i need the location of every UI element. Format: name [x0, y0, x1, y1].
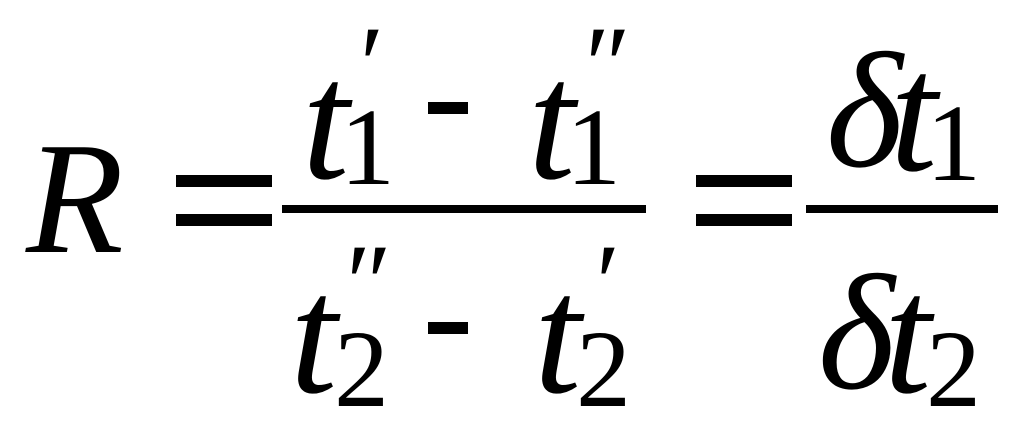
equals-sign-1-bottom	[176, 214, 272, 226]
frac1-den-a-prime: ″	[346, 222, 392, 344]
frac2-num-sub: 1	[926, 82, 981, 204]
frac1-den-minus	[428, 322, 468, 334]
frac1-num-a-sub: 1	[340, 86, 395, 208]
frac1-num-b-base: t	[528, 27, 576, 215]
frac1-num-a-prime: ′	[360, 4, 385, 126]
equals-sign-1-top	[176, 175, 272, 187]
frac2-den-base: t	[884, 241, 932, 429]
equals-sign-2-bottom	[696, 214, 792, 226]
lhs-symbol: R	[26, 109, 124, 287]
frac1-num-a-base: t	[302, 27, 350, 215]
frac2-den-delta: δ	[818, 241, 895, 424]
frac1-den-b-prime: ′	[596, 222, 621, 344]
equals-sign-2-top	[696, 175, 792, 187]
frac1-den-b-sub: 2	[576, 308, 631, 430]
frac1-num-b-prime: ″	[585, 4, 631, 126]
frac1-bar	[282, 205, 646, 213]
frac1-den-a-base: t	[290, 241, 338, 429]
frac1-den-b-base: t	[534, 241, 582, 429]
frac2-num-base: t	[890, 19, 938, 207]
frac2-den-sub: 2	[926, 308, 981, 430]
frac1-num-minus	[428, 102, 468, 114]
frac2-num-delta: δ	[826, 19, 903, 202]
frac2-bar	[806, 205, 998, 213]
frac1-den-a-sub: 2	[334, 308, 389, 430]
frac1-num-b-sub: 1	[566, 86, 621, 208]
